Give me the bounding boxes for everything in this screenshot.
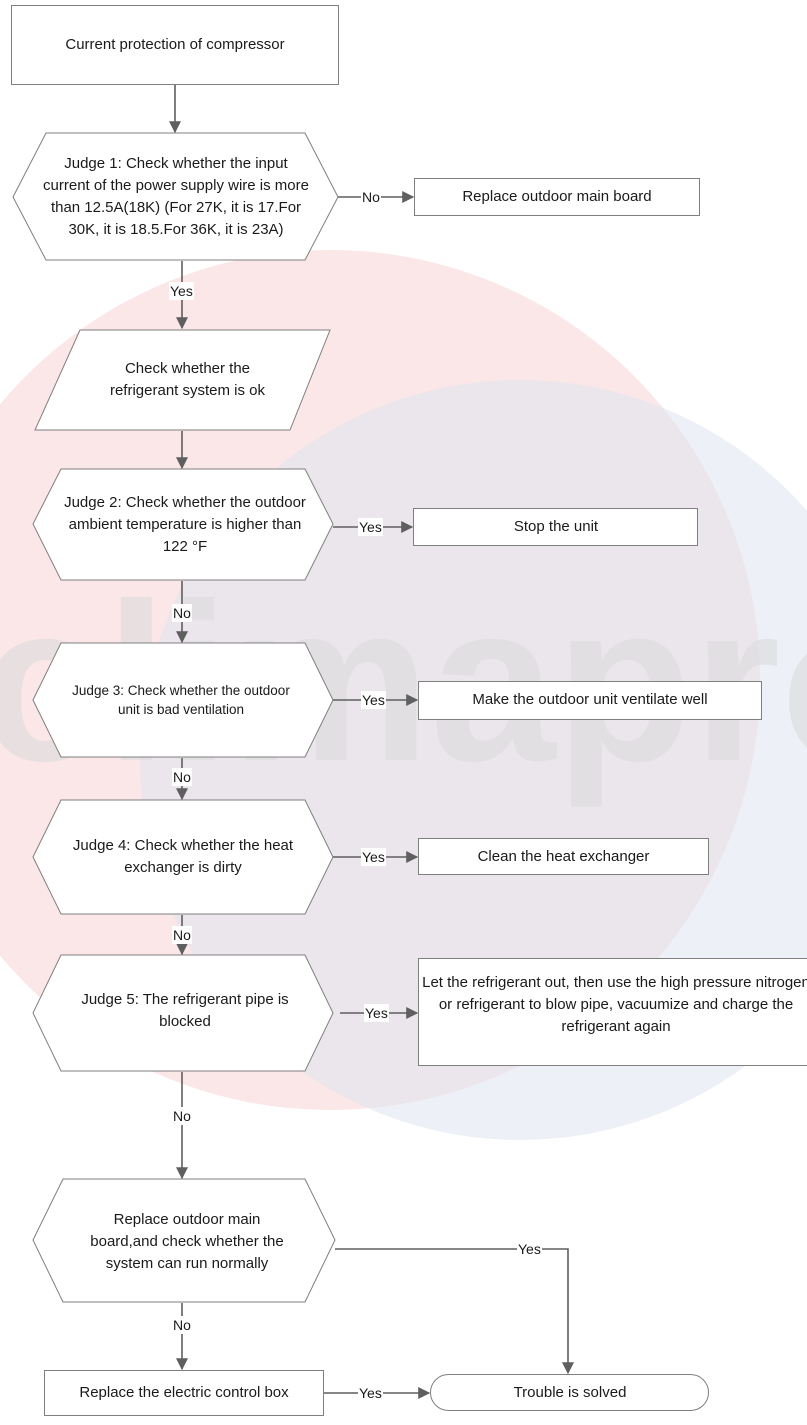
judge3-shape bbox=[32, 642, 334, 758]
edge-label-judge1-no: No bbox=[361, 188, 381, 206]
replace-box-text: Replace the electric control box bbox=[79, 1384, 289, 1401]
ventilate-box bbox=[418, 681, 762, 720]
stop-unit-box bbox=[413, 508, 698, 546]
check-refrigerant-shape bbox=[34, 329, 331, 431]
judge1-text: Judge 1: Check whether the input current… bbox=[43, 155, 309, 238]
edge-label-judge5-yes: Yes bbox=[364, 1004, 389, 1022]
connector-replace-board-2-yes bbox=[335, 1248, 574, 1375]
judge5-text: Judge 5: The refrigerant pipe is blocked bbox=[81, 991, 289, 1030]
clean-box bbox=[418, 838, 709, 875]
replace-board-1-box bbox=[414, 178, 700, 216]
refrigerant-out-box bbox=[418, 958, 807, 1066]
replace-board-2-shape bbox=[32, 1178, 336, 1303]
judge3-text: Judge 3: Check whether the outdoor unit … bbox=[72, 683, 290, 717]
edge-label-judge1-yes: Yes bbox=[169, 282, 194, 300]
check-refrigerant-text: Check whether the refrigerant system is … bbox=[109, 360, 266, 399]
edge-label-judge4-no: No bbox=[172, 926, 192, 944]
replace-board-2-text: Replace outdoor main board,and check whe… bbox=[90, 1211, 284, 1272]
solved-terminal bbox=[430, 1374, 709, 1411]
edge-label-replace-board-2-yes: Yes bbox=[517, 1240, 542, 1258]
edge-label-judge5-no: No bbox=[172, 1107, 192, 1125]
edge-label-judge4-yes: Yes bbox=[361, 848, 386, 866]
edge-label-judge2-yes: Yes bbox=[358, 518, 383, 536]
replace-box-box bbox=[44, 1370, 324, 1416]
start-box bbox=[11, 5, 339, 85]
judge2-text: Judge 2: Check whether the outdoor ambie… bbox=[64, 494, 306, 555]
judge2-shape bbox=[32, 468, 334, 581]
refrigerant-out-text: Let the refrigerant out, then use the hi… bbox=[422, 974, 807, 1035]
judge4-text: Judge 4: Check whether the heat exchange… bbox=[72, 837, 294, 876]
judge1-shape bbox=[12, 132, 339, 261]
clean-text: Clean the heat exchanger bbox=[477, 847, 650, 865]
edge-label-replace-box-yes: Yes bbox=[358, 1384, 383, 1402]
edge-label-replace-board-2-no: No bbox=[172, 1316, 192, 1334]
judge5-shape bbox=[32, 954, 334, 1072]
stop-unit-text: Stop the unit bbox=[513, 518, 599, 535]
replace-board-1-text: Replace outdoor main board bbox=[462, 188, 652, 205]
ventilate-text: Make the outdoor unit ventilate well bbox=[472, 691, 708, 708]
judge4-shape bbox=[32, 799, 334, 915]
edge-label-judge2-no: No bbox=[172, 604, 192, 622]
edge-label-judge3-no: No bbox=[172, 768, 192, 786]
edge-label-judge3-yes: Yes bbox=[361, 691, 386, 709]
solved-text: Trouble is solved bbox=[513, 1384, 627, 1401]
start-text: Current protection of compressor bbox=[65, 36, 285, 53]
